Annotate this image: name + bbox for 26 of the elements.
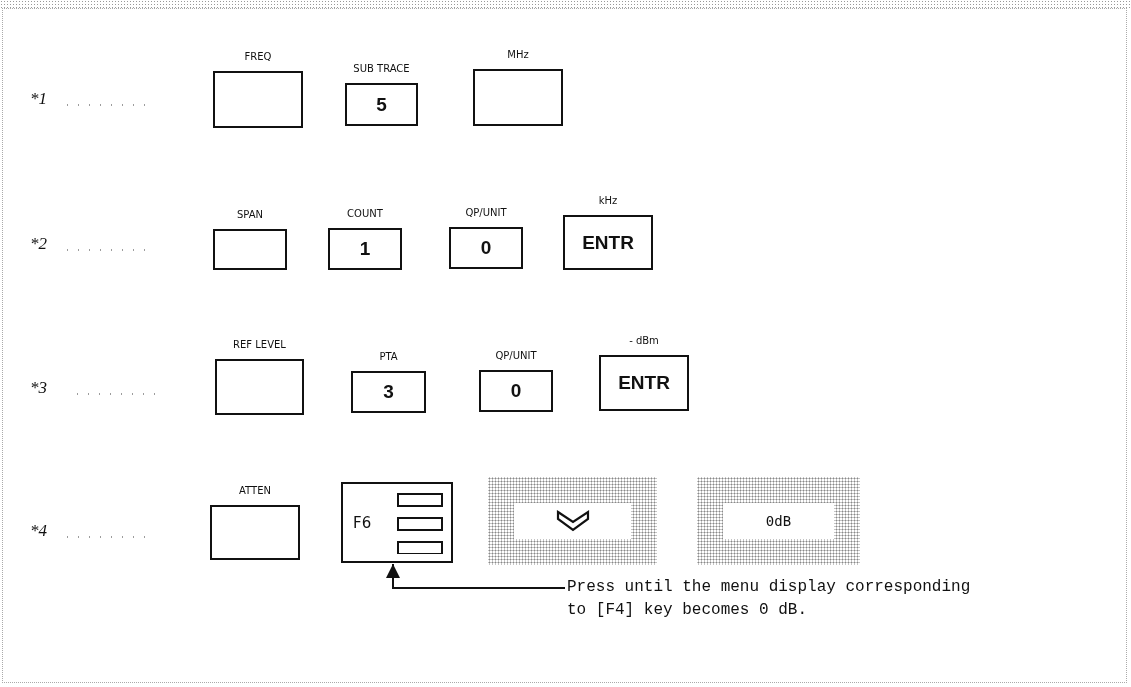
key-label: ATTEN — [239, 485, 271, 496]
step-number: *1 — [30, 89, 47, 109]
key-label: - dBm — [629, 335, 659, 346]
key-button: ENTR — [599, 355, 689, 411]
step-number: *3 — [30, 378, 47, 398]
key-button: 5 — [345, 83, 418, 126]
step-number: *4 — [30, 521, 47, 541]
key-label: SPAN — [236, 209, 264, 220]
key-label: FREQ — [244, 51, 272, 62]
key-label: QP/UNIT — [495, 350, 537, 361]
key-label: REF LEVEL — [233, 339, 286, 350]
function-key: F6 — [341, 482, 453, 563]
key-button: 0 — [449, 227, 523, 269]
key-button: 1 — [328, 228, 402, 270]
step-number: *2 — [30, 234, 47, 254]
key-label: SUB TRACE — [353, 63, 410, 74]
key-button: 3 — [351, 371, 426, 413]
key-label: COUNT — [347, 208, 383, 219]
key-label: kHz — [598, 195, 618, 206]
leader-arrow — [386, 563, 566, 589]
key-button: 0 — [479, 370, 553, 412]
note-text: Press until the menu display corresponding to [F4] key becomes 0 dB. — [567, 576, 997, 622]
key-label: QP/UNIT — [465, 207, 507, 218]
key-button: ENTR — [563, 215, 653, 270]
key-label: PTA — [379, 351, 398, 362]
key-label: MHz — [507, 49, 529, 60]
